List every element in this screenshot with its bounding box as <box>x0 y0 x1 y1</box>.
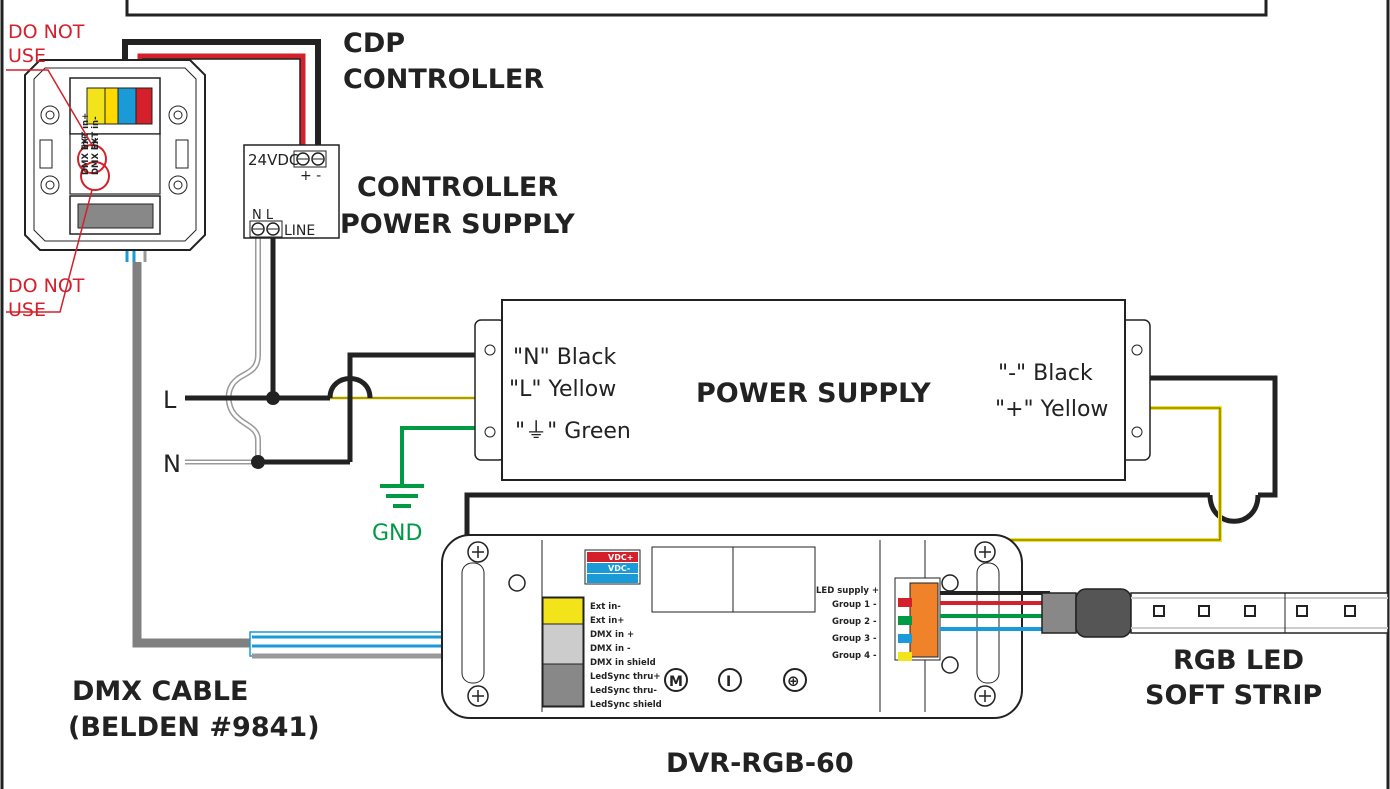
mains-wires <box>185 352 498 484</box>
rgb-led-strip <box>1041 588 1389 638</box>
psu-n-l-label: N L <box>252 208 274 223</box>
psu-earth-green-label: "⏚" Green <box>515 419 631 444</box>
plus-button-glyph: ⊕ <box>787 672 800 690</box>
psu-l-yellow-label: "L" Yellow <box>509 377 616 402</box>
psu-plus-minus-label: + - <box>300 168 321 184</box>
do-not-use-top-line1: DO NOT <box>8 21 85 43</box>
terminal-group-1: Group 1 - <box>832 600 877 610</box>
cdp-controller-title-line2: CONTROLLER <box>343 64 544 95</box>
controller-pin-dmx-in-plus: DMX in+ <box>81 134 91 175</box>
do-not-use-leaders <box>6 69 93 313</box>
controller-power-supply-title-line2: POWER SUPPLY <box>340 209 575 240</box>
controller-pin-ext-in-plus: EXT in+ <box>81 113 91 150</box>
vdc-minus-label: VDC- <box>608 564 630 573</box>
dvr-rgb-60-device <box>441 534 1023 719</box>
terminal-ledsync-thru-plus: LedSync thru+ <box>590 672 660 682</box>
vdc-plus-label: VDC+ <box>608 553 633 562</box>
power-button-glyph: I <box>726 674 731 690</box>
rgb-led-title-line1: RGB LED <box>1173 645 1304 676</box>
mode-button-glyph: M <box>669 674 683 690</box>
mains-l-label: L <box>163 386 177 414</box>
gnd-symbol <box>380 484 424 508</box>
rgb-output-wires <box>940 591 1050 631</box>
power-supply-title: POWER SUPPLY <box>696 378 931 409</box>
terminal-group-3: Group 3 - <box>832 634 877 644</box>
terminal-led-supply-plus: LED supply + <box>816 586 879 596</box>
terminal-dmx-in-shield: DMX in shield <box>590 658 656 668</box>
do-not-use-top-line2: USE <box>8 45 46 67</box>
controller-pin-dmx-in-minus: DMX in- <box>91 137 101 175</box>
dmx-cable-title-line1: DMX CABLE <box>72 676 248 707</box>
terminal-dmx-in-minus: DMX in - <box>590 644 631 654</box>
controller-power-supply <box>243 144 340 239</box>
psu-line-label: LINE <box>284 223 315 239</box>
dvr-rgb-60-title: DVR-RGB-60 <box>666 748 854 779</box>
rgb-led-title-line2: SOFT STRIP <box>1145 680 1322 711</box>
do-not-use-bottom-line1: DO NOT <box>8 275 85 297</box>
cdp-controller-title-line1: CDP <box>343 28 405 59</box>
mains-n-label: N <box>163 450 181 478</box>
psu-n-black-label: "N" Black <box>513 345 616 370</box>
controller-power-supply-title-line1: CONTROLLER <box>357 172 558 203</box>
terminal-ext-in-minus: Ext in- <box>590 602 621 612</box>
terminal-ledsync-thru-minus: LedSync thru- <box>590 686 657 696</box>
psu-plus-yellow-label: "+" Yellow <box>995 397 1108 422</box>
terminal-ledsync-shield: LedSync shield <box>590 700 662 710</box>
terminal-dmx-in-plus: DMX in + <box>590 630 634 640</box>
psu-24vdc-label: 24VDC <box>248 151 299 169</box>
main-power-supply <box>474 299 1151 481</box>
psu-line-wires <box>225 237 276 462</box>
gnd-label: GND <box>372 521 422 546</box>
terminal-group-4: Group 4 - <box>832 651 877 661</box>
terminal-ext-in-plus: Ext in+ <box>590 616 624 626</box>
cdp-controller: DMX in+ DMX in- EXT in+ EXT in- <box>24 59 206 251</box>
dmx-cable-title-line2: (BELDEN #9841) <box>68 712 320 743</box>
terminal-group-2: Group 2 - <box>832 617 877 627</box>
controller-pin-ext-in-minus: EXT in- <box>91 116 101 150</box>
psu-minus-black-label: "-" Black <box>998 361 1093 386</box>
do-not-use-bottom-line2: USE <box>8 299 46 321</box>
